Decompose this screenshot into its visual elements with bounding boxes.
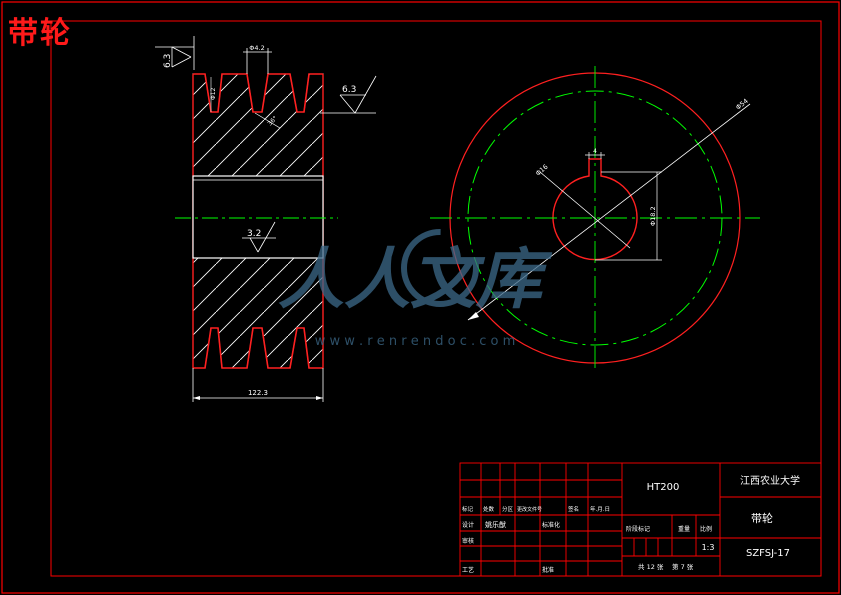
front-view: Φ54 Φ16 4 Φ18.2 bbox=[430, 66, 760, 370]
bore-with-keyway bbox=[552, 158, 638, 261]
drawing-number-label: SZFSJ-17 bbox=[746, 548, 790, 559]
watermark: 人人文库 w w w . r e n r e n d o c . c o m bbox=[278, 229, 553, 349]
svg-text:批准: 批准 bbox=[542, 566, 554, 574]
watermark-text: 人人文库 bbox=[278, 241, 553, 318]
svg-text:设计: 设计 bbox=[462, 521, 474, 529]
svg-text:3.2: 3.2 bbox=[247, 229, 261, 239]
groove-depth-dimension: Φ12 bbox=[210, 87, 217, 100]
svg-text:6.3: 6.3 bbox=[342, 85, 356, 95]
sheet-total: 共 12 张 bbox=[638, 562, 664, 571]
watermark-url: w w w . r e n r e n d o c . c o m bbox=[315, 334, 516, 349]
svg-text:阶段标记: 阶段标记 bbox=[626, 525, 650, 533]
svg-text:工艺: 工艺 bbox=[462, 566, 474, 574]
surface-finish-groove: 6.3 bbox=[320, 75, 377, 114]
bore bbox=[192, 175, 324, 259]
surface-finish-bore: 3.2 bbox=[242, 221, 276, 253]
svg-text:6.3: 6.3 bbox=[163, 54, 173, 68]
outer-diameter-dimension: Φ54 bbox=[734, 97, 749, 112]
drawing-frame bbox=[50, 20, 822, 577]
svg-text:分区: 分区 bbox=[502, 505, 514, 513]
svg-text:标准化: 标准化 bbox=[542, 521, 560, 529]
svg-text:重量: 重量 bbox=[678, 525, 690, 533]
material-label: HT200 bbox=[647, 482, 680, 493]
watermark-logo-icon bbox=[401, 229, 479, 307]
svg-text:审核: 审核 bbox=[462, 537, 474, 545]
scale-label: 1:3 bbox=[702, 543, 715, 552]
keyway-depth-dimension: Φ18.2 bbox=[649, 206, 657, 226]
svg-text:年.月.日: 年.月.日 bbox=[590, 505, 610, 513]
svg-text:更改文件号: 更改文件号 bbox=[517, 506, 542, 513]
groove-profile-top bbox=[193, 73, 323, 113]
overall-width-dimension: 122.3 bbox=[248, 389, 268, 397]
surface-finish-top-left: 6.3 bbox=[155, 36, 195, 70]
title-block-text: HT200 江西农业大学 带轮 SZFSJ-17 1:3 标记 处数 分区 更改… bbox=[462, 474, 800, 574]
svg-text:标记: 标记 bbox=[462, 505, 474, 513]
sheet-current: 第 7 张 bbox=[672, 562, 694, 571]
designer-name: 姚乐猷 bbox=[485, 520, 506, 529]
part-name-label: 带轮 bbox=[751, 511, 773, 525]
svg-text:签名: 签名 bbox=[568, 505, 579, 513]
groove-profile-bottom bbox=[193, 327, 323, 369]
title-block bbox=[459, 462, 822, 577]
bore-diameter-dimension: Φ16 bbox=[534, 163, 549, 178]
svg-text:比例: 比例 bbox=[700, 525, 712, 533]
key-width-dimension: 4 bbox=[593, 148, 597, 155]
groove-width-dimension: Φ4.2 bbox=[249, 44, 264, 52]
section-view: 122.3 Φ4.2 Φ12 36° 6.3 6.3 bbox=[155, 36, 377, 402]
school-label: 江西农业大学 bbox=[740, 474, 800, 487]
svg-text:处数: 处数 bbox=[483, 505, 495, 513]
drawing-title: 带轮 bbox=[8, 16, 72, 51]
